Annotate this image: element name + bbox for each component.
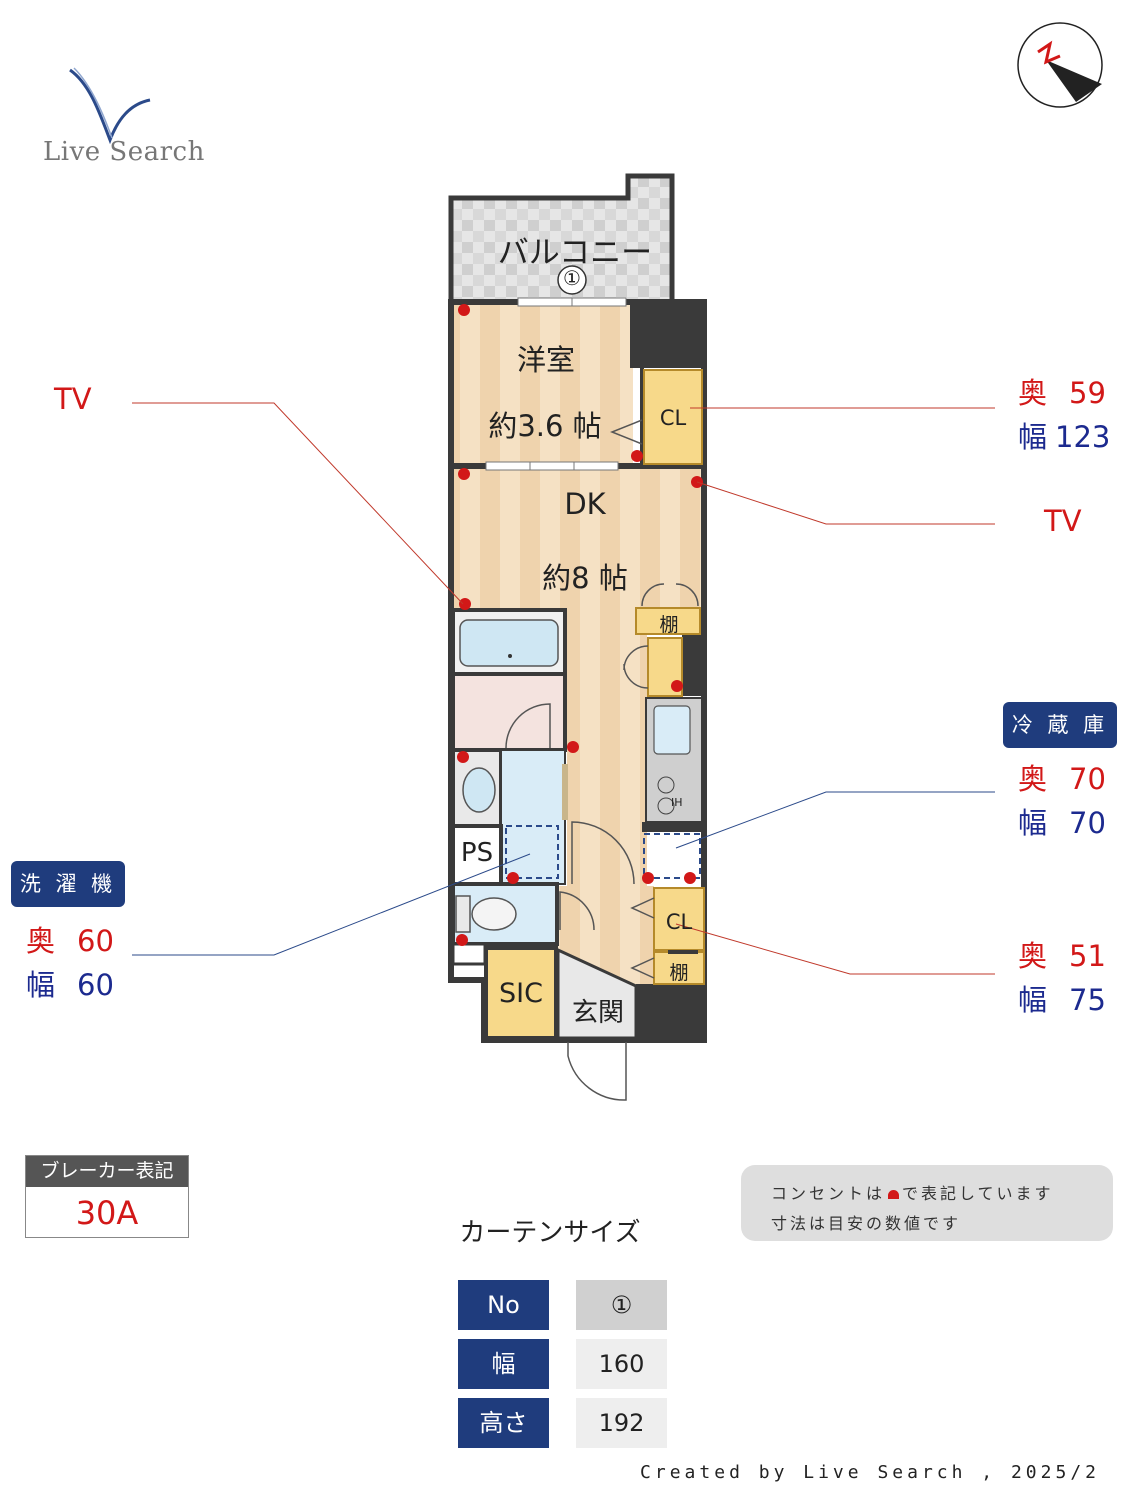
- floor-plan: [132, 173, 995, 1101]
- logo-mark-icon: [69, 67, 151, 144]
- curtain-marker-label: ①: [563, 266, 581, 290]
- washer-dimensions: 奥 60 幅 60: [26, 918, 126, 1004]
- depth-value: 51: [1069, 939, 1106, 973]
- shelf-upper-label: 棚: [659, 614, 679, 636]
- genkan-floor: [556, 947, 638, 1040]
- ih-label: IH: [671, 796, 683, 809]
- curtain-row-label: No: [458, 1280, 549, 1330]
- laundry-area: [500, 749, 566, 885]
- curtain-row-label: 幅: [458, 1339, 549, 1389]
- depth-label: 奥: [1018, 762, 1048, 796]
- curtain-marker-circle: [557, 265, 587, 295]
- width-label: 幅: [1018, 983, 1048, 1017]
- breaker-box: ブレーカー表記 30A: [25, 1155, 189, 1238]
- curtain-size-title: カーテンサイズ: [459, 1218, 641, 1248]
- brand-name: Live Search: [43, 137, 205, 167]
- width-value: 123: [1055, 420, 1111, 454]
- tv-right-label: TV: [1044, 504, 1082, 538]
- breaker-label: ブレーカー表記: [26, 1156, 188, 1187]
- tv-left-label: TV: [54, 382, 92, 416]
- depth-label: 奥: [1018, 376, 1048, 410]
- width-value: 60: [77, 968, 114, 1002]
- shelf-lower: [653, 951, 705, 985]
- pillar-top: [630, 302, 704, 368]
- depth-value: 70: [1069, 762, 1106, 796]
- pipe-space: [451, 824, 503, 886]
- width-label: 幅: [1018, 420, 1048, 454]
- note-line1-before: コンセントは: [771, 1184, 886, 1203]
- dk-label: DK: [564, 487, 606, 521]
- closet-bottom-dimensions: 奥 51 幅 75: [1018, 933, 1118, 1019]
- balcony-sliding-door: [517, 297, 627, 307]
- corridor-floor: [567, 608, 647, 888]
- shelf-lower-label: 棚: [669, 962, 689, 984]
- curtain-row-value: ①: [576, 1280, 667, 1330]
- note-line2: 寸法は目安の数値です: [771, 1214, 962, 1233]
- depth-value: 59: [1069, 376, 1106, 410]
- ps-label: PS: [460, 838, 494, 868]
- western-room-size: 約3.6 帖: [488, 409, 602, 443]
- credit-line: Created by Live Search , 2025/2: [640, 1462, 1100, 1483]
- western-room-sliding-door: [485, 461, 619, 471]
- western-room-label: 洋室: [516, 343, 575, 377]
- curtain-row-value: 160: [576, 1339, 667, 1389]
- breaker-value: 30A: [75, 1194, 139, 1232]
- dk-size: 約8 帖: [542, 561, 628, 595]
- depth-value: 60: [77, 924, 114, 958]
- note-line1-after: で表記しています: [902, 1184, 1054, 1203]
- fridge-space: [643, 833, 701, 879]
- balcony-label: バルコニー: [497, 235, 653, 271]
- curtain-row-value: 192: [576, 1398, 667, 1448]
- closet-bottom-label: CL: [665, 910, 693, 934]
- outlet-markers: [456, 304, 703, 946]
- shelf-upper: [635, 583, 701, 635]
- closet-top: [643, 369, 703, 465]
- washer-badge: 洗 濯 機: [11, 861, 125, 907]
- closet-top-label: CL: [659, 406, 687, 430]
- sic-storage: [484, 946, 558, 1040]
- sic-label: SIC: [499, 978, 543, 1009]
- fridge-dimensions: 奥 70 幅 70: [1018, 756, 1118, 842]
- width-value: 70: [1069, 806, 1106, 840]
- width-value: 75: [1069, 983, 1106, 1017]
- western-room-floor: [453, 304, 633, 466]
- entrance-label: 玄関: [571, 998, 624, 1028]
- depth-label: 奥: [26, 924, 56, 958]
- curtain-row-label: 高さ: [458, 1398, 549, 1448]
- entrance-door-swing: [567, 1042, 627, 1101]
- washroom: [451, 672, 567, 752]
- north-compass-icon: [1017, 22, 1103, 108]
- depth-label: 奥: [1018, 939, 1048, 973]
- legend-note: コンセントはで表記しています 寸法は目安の数値です: [741, 1165, 1113, 1241]
- callout-leader-lines: [132, 402, 995, 975]
- outlet-icon: [888, 1190, 900, 1199]
- width-label: 幅: [26, 968, 56, 1002]
- fridge-badge: 冷 蔵 庫: [1003, 702, 1117, 748]
- width-label: 幅: [1018, 806, 1048, 840]
- pillar-bottom: [636, 984, 704, 1042]
- dk-floor: [453, 468, 701, 610]
